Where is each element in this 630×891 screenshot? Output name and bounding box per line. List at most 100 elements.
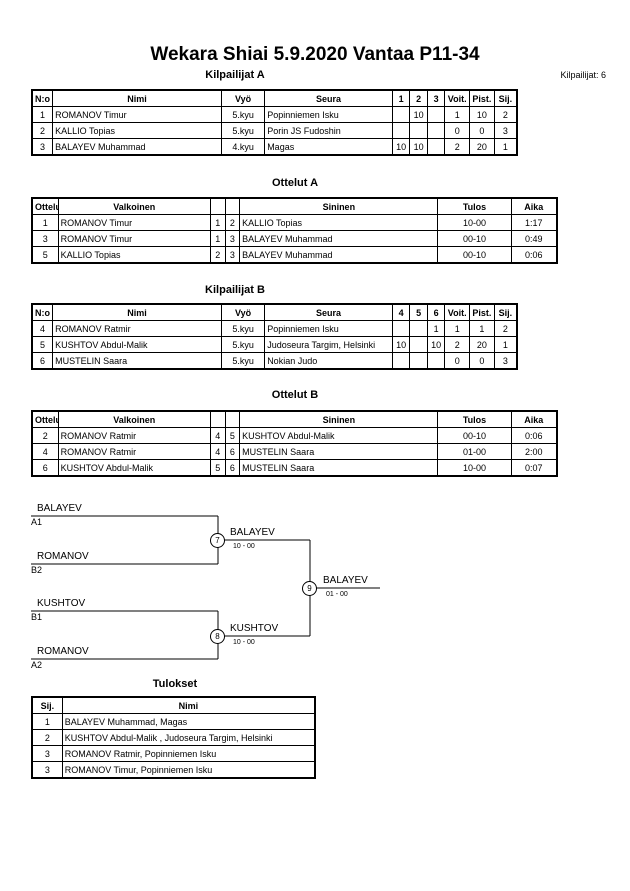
table-cell: 00-10	[437, 246, 512, 264]
column-header: Sij.	[31, 696, 63, 714]
table-cell: 10	[426, 336, 446, 353]
table-cell: ROMANOV Ratmir, Popinniemen Isku	[61, 745, 316, 762]
table-cell: 10-00	[437, 459, 512, 477]
table-cell: 10	[409, 138, 428, 156]
table-cell: Judoseura Targim, Helsinki	[264, 336, 393, 353]
bracket-sf2-score: 10 - 00	[233, 639, 255, 646]
table-cell: KUSHTOV Abdul-Malik , Judoseura Targim, …	[61, 729, 316, 746]
table-cell: 4	[31, 443, 59, 460]
table-cell: BALAYEV Muhammad	[239, 230, 439, 247]
match-number-badge: 8	[210, 629, 225, 644]
table-cell: 2	[209, 246, 226, 264]
matches-b-table: OtteluValkoinenSininenTulosAika 2ROMANOV…	[31, 410, 558, 477]
table-cell: 4.kyu	[220, 138, 266, 156]
table-cell: BALAYEV Muhammad, Magas	[61, 713, 316, 730]
bracket-sf1-bottom-seed: B2	[31, 565, 43, 575]
table-cell: 5	[209, 459, 226, 477]
table-cell: MUSTELIN Saara	[52, 352, 222, 370]
table-cell: Magas	[264, 138, 393, 156]
competitors-count: Kilpailijat: 6	[560, 70, 606, 80]
table-cell: KALLIO Topias	[57, 246, 211, 264]
table-cell: 3	[493, 122, 518, 139]
table-cell: 5	[31, 246, 59, 264]
bracket-sf2-top-seed: B1	[31, 612, 43, 622]
table-cell: 3	[31, 230, 59, 247]
table-cell: 3	[493, 352, 518, 370]
bracket-sf2-bottom-seed: A2	[31, 660, 43, 670]
table-cell: 2:00	[510, 443, 558, 460]
table-cell: 0	[444, 352, 471, 370]
pool-a-title: Kilpailijat A	[205, 69, 265, 81]
table-cell: 00-10	[437, 230, 512, 247]
bracket-sf1-score: 10 - 00	[233, 543, 255, 550]
table-cell: 4	[209, 443, 226, 460]
table-cell: Porin JS Fudoshin	[264, 122, 393, 139]
table-cell: ROMANOV Timur	[57, 230, 211, 247]
table-cell: 1	[493, 138, 518, 156]
table-cell: 2	[31, 729, 63, 746]
table-cell: BALAYEV Muhammad	[239, 246, 439, 264]
bracket-sf2-bottom-name: ROMANOV	[37, 646, 89, 657]
matches-a-title: Ottelut A	[271, 177, 319, 189]
table-cell: 3	[31, 761, 63, 779]
bracket-sf2-winner: KUSHTOV	[230, 623, 279, 634]
table-cell: 1	[493, 336, 518, 353]
table-cell: 01-00	[437, 443, 512, 460]
table-cell: 0	[469, 352, 495, 370]
bracket-sf1-top-seed: A1	[31, 517, 43, 527]
table-cell: 3	[31, 138, 54, 156]
bracket-sf1-winner: BALAYEV	[230, 527, 275, 538]
bracket-sf1-top-name: BALAYEV	[37, 503, 82, 514]
table-cell: ROMANOV Timur, Popinniemen Isku	[61, 761, 316, 779]
table-cell: ROMANOV Ratmir	[57, 443, 211, 460]
table-cell: 5.kyu	[220, 352, 266, 370]
table-cell: 1	[444, 320, 471, 337]
table-cell: MUSTELIN Saara	[239, 459, 439, 477]
table-cell: 6	[31, 459, 59, 477]
table-cell: 0	[469, 122, 495, 139]
bracket-sf2-top-name: KUSHTOV	[37, 598, 86, 609]
results-title: Tulokset	[152, 678, 198, 690]
table-cell: 5.kyu	[220, 336, 266, 353]
table-cell: MUSTELIN Saara	[239, 443, 439, 460]
table-cell: KUSHTOV Abdul-Malik	[57, 459, 211, 477]
match-number-badge: 7	[210, 533, 225, 548]
table-cell: 5.kyu	[220, 122, 266, 139]
pool-b-title: Kilpailijat B	[205, 284, 265, 296]
table-cell: 3	[31, 745, 63, 762]
table-cell: 2	[31, 122, 54, 139]
column-header: Nimi	[61, 696, 316, 714]
bracket-final-winner: BALAYEV	[323, 575, 368, 586]
table-cell: Nokian Judo	[264, 352, 393, 370]
match-number-badge: 9	[302, 581, 317, 596]
table-cell: 0	[444, 122, 471, 139]
table-cell: 1	[209, 230, 226, 247]
matches-b-title: Ottelut B	[271, 389, 319, 401]
bracket-final-score: 01 - 00	[326, 591, 348, 598]
table-cell: 0:07	[510, 459, 558, 477]
table-cell: 0:49	[510, 230, 558, 247]
table-cell: 1:17	[510, 214, 558, 231]
matches-a-table: OtteluValkoinenSininenTulosAika 1ROMANOV…	[31, 197, 558, 264]
table-cell: 1	[31, 713, 63, 730]
bracket-sf1-bottom-name: ROMANOV	[37, 551, 89, 562]
column-header: Voit.	[444, 89, 471, 107]
table-header-row: Sij.Nimi	[31, 696, 316, 714]
